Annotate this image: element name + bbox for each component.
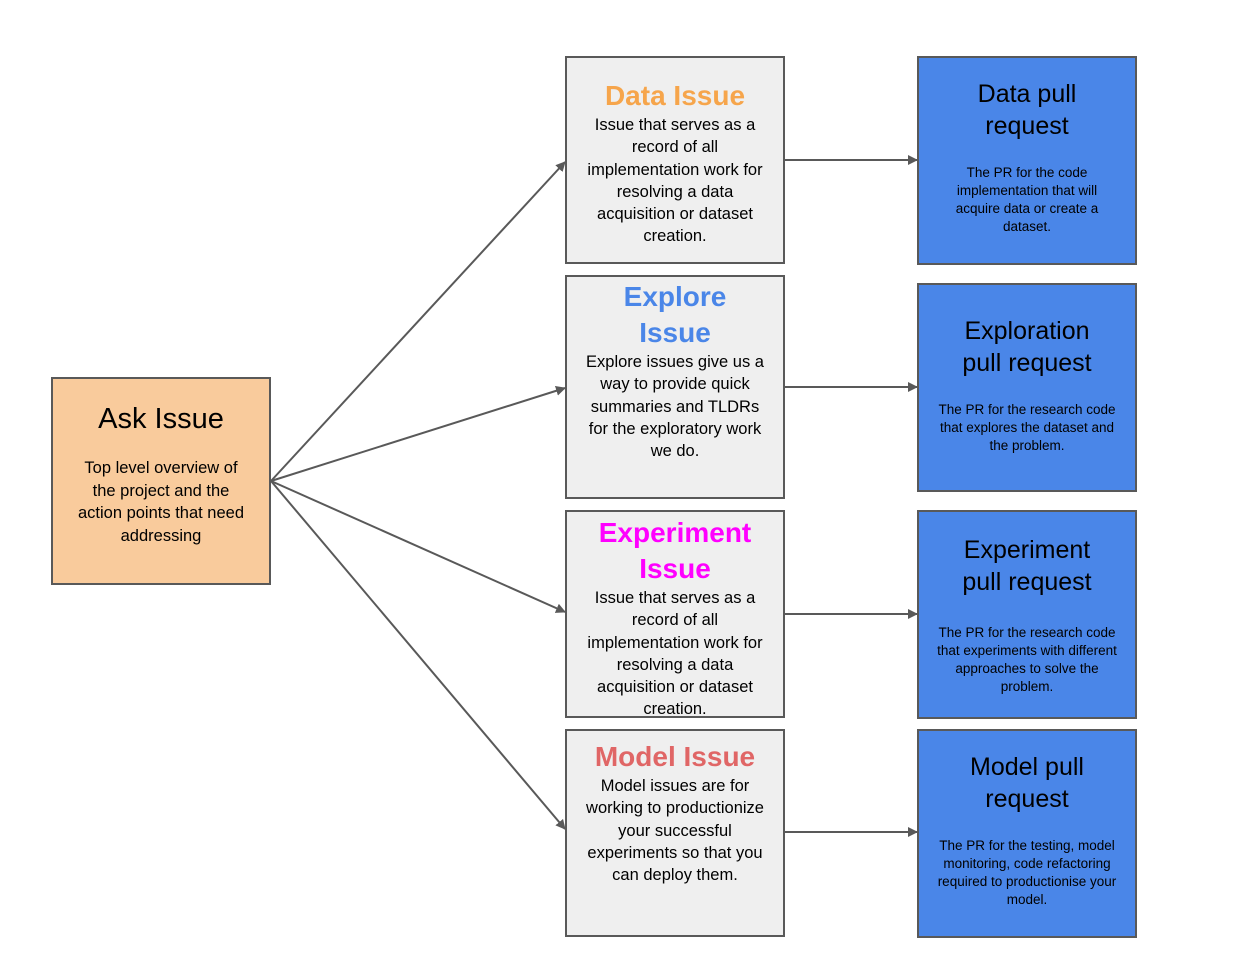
data-issue-box: Data Issue Issue that serves as a record… <box>565 56 785 264</box>
experiment-issue-description: Issue that serves as a record of all imp… <box>587 589 763 719</box>
experiment-issue-title: Experiment Issue <box>598 517 752 584</box>
explore-issue-box: Explore Issue Explore issues give us a w… <box>565 275 785 499</box>
data-issue-description: Issue that serves as a record of all imp… <box>587 116 763 246</box>
exploration-pull-request-box: Exploration pull request The PR for the … <box>917 283 1137 492</box>
model-issue-title: Model Issue <box>594 741 756 772</box>
data-pull-request-description: The PR for the code implementation that … <box>955 165 1099 234</box>
experiment-pull-request-box: Experiment pull request The PR for the r… <box>917 510 1137 719</box>
model-pull-request-title: Model pull request <box>970 753 1084 813</box>
exploration-pull-request-title: Exploration pull request <box>962 317 1092 377</box>
ask-issue-description: Top level overview of the project and th… <box>77 459 245 545</box>
arrow-ask-to-model-issue <box>270 480 566 830</box>
ask-issue-box: Ask Issue Top level overview of the proj… <box>51 377 271 585</box>
exploration-pull-request-description: The PR for the research code that explor… <box>938 402 1116 453</box>
experiment-pull-request-description: The PR for the research code that experi… <box>937 625 1117 694</box>
model-pull-request-description: The PR for the testing, model monitoring… <box>937 838 1117 907</box>
experiment-issue-box: Experiment Issue Issue that serves as a … <box>565 510 785 718</box>
data-pull-request-title: Data pull request <box>977 80 1077 140</box>
arrow-ask-to-data-issue <box>270 161 566 482</box>
model-issue-description: Model issues are for working to producti… <box>586 777 764 885</box>
ask-issue-title: Ask Issue <box>98 403 224 435</box>
arrow-ask-to-explore-issue <box>270 385 566 482</box>
data-issue-title: Data Issue <box>604 80 746 111</box>
arrow-ask-to-experiment-issue <box>270 480 566 613</box>
model-pull-request-box: Model pull request The PR for the testin… <box>917 729 1137 938</box>
experiment-pull-request-title: Experiment pull request <box>962 536 1092 596</box>
data-pull-request-box: Data pull request The PR for the code im… <box>917 56 1137 265</box>
explore-issue-description: Explore issues give us a way to provide … <box>586 353 764 461</box>
model-issue-box: Model Issue Model issues are for working… <box>565 729 785 937</box>
explore-issue-title: Explore Issue <box>623 281 727 348</box>
